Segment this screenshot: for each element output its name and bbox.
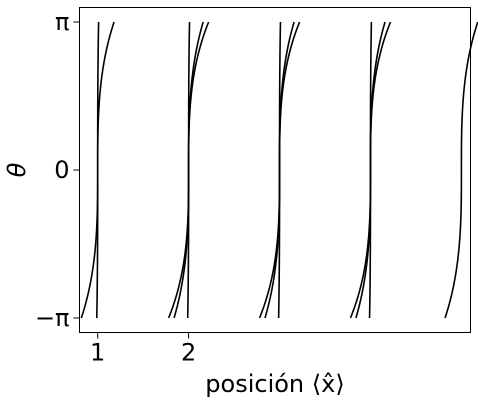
series-line <box>80 21 115 319</box>
x-axis-label: posición ⟨x̂⟩ <box>205 370 344 398</box>
series-line <box>444 21 478 319</box>
x-tick-label: 1 <box>90 339 105 367</box>
plot-frame <box>79 7 471 333</box>
y-axis-label: θ <box>3 162 31 177</box>
y-tick-label: −π <box>35 304 70 332</box>
y-tick-label: 0 <box>54 156 69 184</box>
series-line <box>173 21 204 319</box>
series-group <box>80 21 478 319</box>
series-line <box>264 21 295 319</box>
y-tick-label: π <box>55 8 69 36</box>
x-tick-label: 2 <box>181 339 196 367</box>
y-ticks: −π 0 π <box>35 8 80 332</box>
series-line <box>355 21 386 319</box>
